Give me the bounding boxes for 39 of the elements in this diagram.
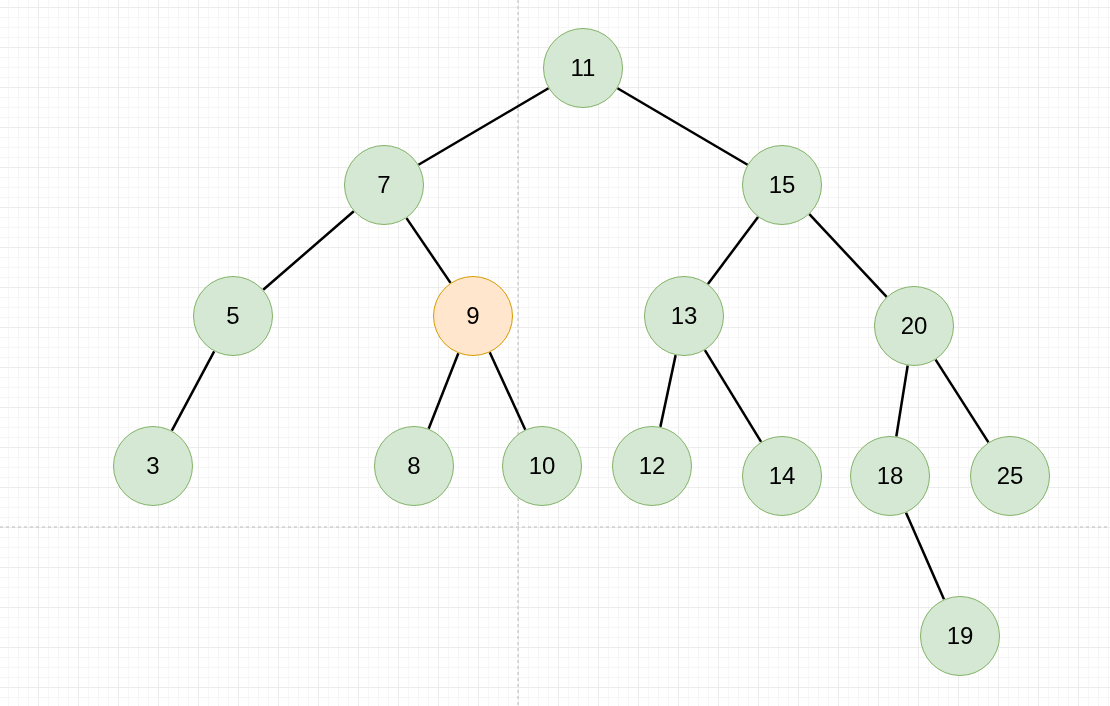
node-value: 19 xyxy=(946,622,974,650)
tree-edge-line xyxy=(706,216,760,285)
node-value: 13 xyxy=(670,302,698,330)
tree-node-circle xyxy=(742,145,822,225)
tree-node-circle xyxy=(970,436,1050,516)
node-value: 18 xyxy=(876,462,904,490)
tree-node-circle xyxy=(344,145,424,225)
tree-edge-line xyxy=(262,210,355,291)
node-value: 15 xyxy=(768,171,796,199)
node-value: 10 xyxy=(528,452,556,480)
tree-edge-line xyxy=(405,217,452,284)
tree-edge-line xyxy=(808,213,888,298)
tree-edge-line xyxy=(703,349,763,443)
tree-node-circle xyxy=(193,276,273,356)
node-value: 14 xyxy=(768,462,796,490)
node-value: 25 xyxy=(996,462,1024,490)
node-value: 5 xyxy=(226,302,240,330)
tree-edge-line xyxy=(904,512,946,600)
tree-node-circle xyxy=(543,28,623,108)
node-value: 20 xyxy=(900,312,928,340)
tree-node-circle xyxy=(920,596,1000,676)
tree-edge-line xyxy=(895,365,909,437)
node-value: 9 xyxy=(466,302,480,330)
tree-edge-line xyxy=(616,87,749,166)
tree-node-circle xyxy=(850,436,930,516)
node-value: 12 xyxy=(638,452,666,480)
tree-edge-line xyxy=(659,354,677,428)
node-value: 3 xyxy=(146,452,160,480)
tree-node-circle xyxy=(612,426,692,506)
node-value: 7 xyxy=(377,171,391,199)
tree-edge-line xyxy=(934,359,990,443)
tree-edge-line xyxy=(427,352,460,430)
node-value: 11 xyxy=(570,54,596,82)
tree-node-circle xyxy=(502,426,582,506)
tree-edge-line xyxy=(170,350,216,432)
tree-node-circle xyxy=(742,436,822,516)
node-value: 8 xyxy=(407,452,421,480)
tree-edge-line xyxy=(417,87,550,166)
tree-edge-line xyxy=(488,351,527,431)
